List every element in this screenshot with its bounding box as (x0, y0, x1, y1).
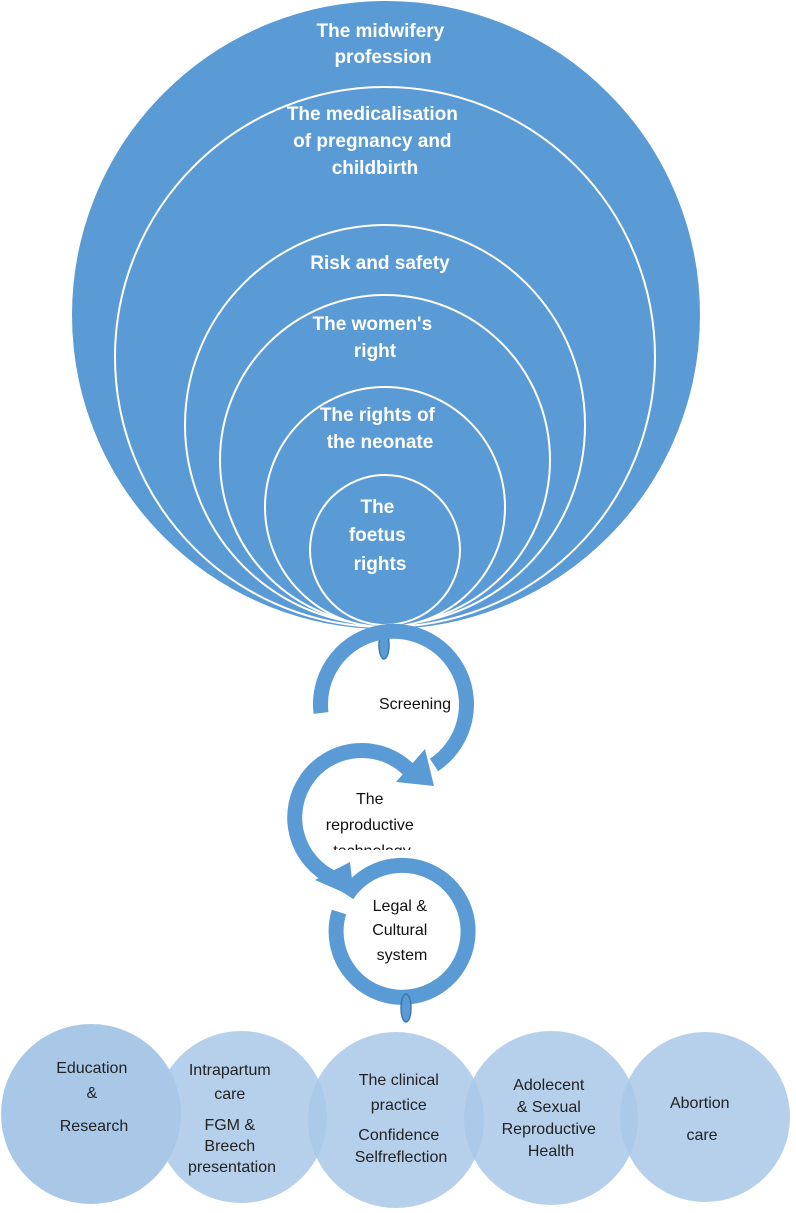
bottom-circles (1, 1024, 790, 1208)
connector-bottom (400, 993, 412, 1023)
label-abortion-care: Abortion care (670, 1095, 734, 1144)
arrow-legal (328, 857, 476, 1005)
arrow-technology (287, 742, 415, 885)
arrow-screening (312, 623, 474, 772)
label-adolescent-health: Adolecent & Sexual Reproductive Health (502, 1077, 601, 1160)
label-medicalisation: The medicalisation of pregnancy and chil… (287, 104, 463, 179)
cycle-arrows (287, 623, 476, 1005)
label-foetus-rights: The foetus rights (349, 497, 411, 575)
circle-clinical-practice (308, 1032, 484, 1208)
circle-intrapartum-care (155, 1031, 327, 1203)
label-reproductive-technology: The reproductive technology (326, 791, 419, 860)
label-education-research: Education & Research (56, 1060, 132, 1135)
label-legal-cultural: Legal & Cultural system (372, 898, 432, 964)
label-rights-of-neonate: The rights of the neonate (320, 405, 440, 453)
circle-adolescent-health (464, 1031, 638, 1205)
label-womens-right: The women's right (313, 314, 438, 362)
label-screening: Screening (379, 696, 451, 713)
circle-education-research (1, 1024, 181, 1204)
label-risk-and-safety: Risk and safety (310, 253, 450, 274)
nested-circles: The midwifery profession The medicalisat… (70, 0, 702, 631)
label-clinical-practice: The clinical practice Confidence Selfref… (355, 1072, 448, 1166)
label-midwifery-profession: The midwifery profession (316, 21, 449, 68)
label-intrapartum-care: Intrapartum care FGM & Breech presentati… (188, 1062, 276, 1176)
circle-abortion-care (620, 1032, 790, 1202)
arrowhead-screening (396, 749, 434, 786)
